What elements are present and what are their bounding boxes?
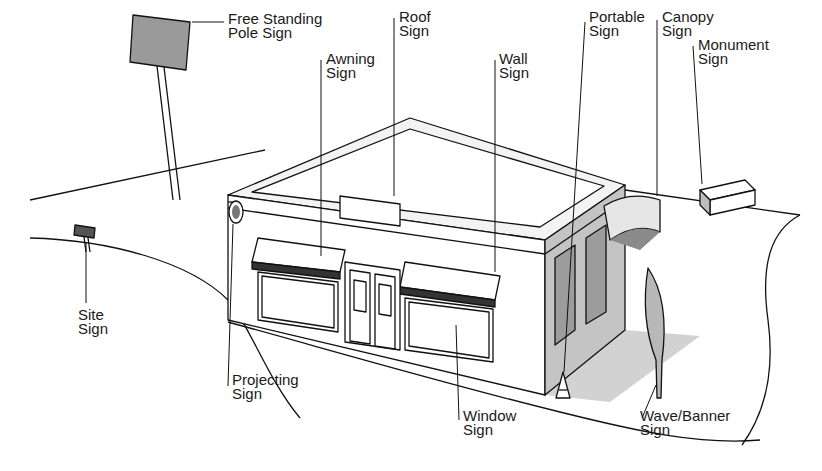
sign-label: Roof Sign [399,10,447,38]
sign-label: Window Sign [463,409,527,437]
sign-label: Site Sign [78,308,120,336]
sign-label: Awning Sign [326,52,388,80]
sign-label: Portable Sign [589,10,657,38]
sign-label: Monument Sign [698,38,778,66]
sign-label: Projecting Sign [232,373,314,401]
sign-label: Wave/Banner Sign [640,409,740,437]
sign-label: Free Standing Pole Sign [228,12,340,40]
sign-label: Wall Sign [499,52,547,80]
sign-label: Canopy Sign [662,10,722,38]
